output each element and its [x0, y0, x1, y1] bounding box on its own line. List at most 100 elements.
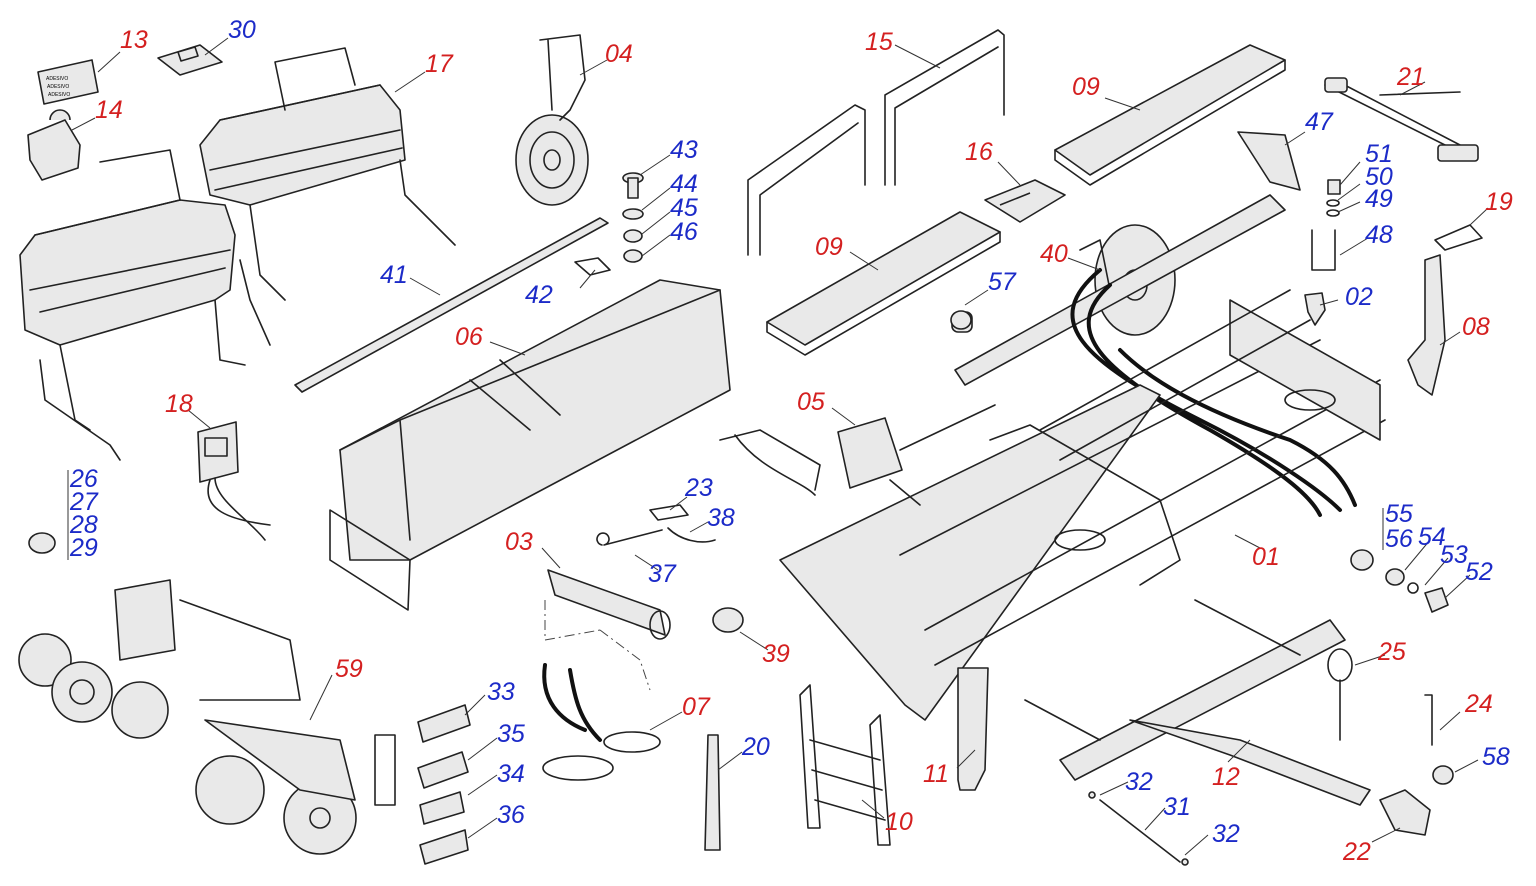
- callout-47: 47: [1305, 108, 1334, 136]
- callout-48: 48: [1365, 221, 1393, 249]
- callout-13: 13: [120, 26, 148, 54]
- small-bracket: [574, 257, 611, 276]
- hydraulic-hoses: [1070, 268, 1357, 517]
- hydraulic-fitting: [1304, 292, 1326, 326]
- callout-44: 44: [670, 170, 698, 198]
- callout-35: 35: [497, 720, 525, 748]
- handrail-set: [747, 29, 1005, 256]
- label-line-1: ADESIVO: [46, 76, 68, 82]
- callout-14: 14: [95, 96, 123, 124]
- callout-21: 21: [1396, 63, 1425, 91]
- lock-nut: [1326, 209, 1340, 217]
- hose-clamp: [1434, 224, 1483, 251]
- hydraulic-adapter: [1350, 549, 1374, 571]
- callout-42: 42: [525, 281, 553, 309]
- callout-55: 55: [1385, 500, 1413, 528]
- drive-wheel-assembly: [515, 34, 589, 206]
- callout-41: 41: [380, 261, 408, 289]
- callout-33: 33: [487, 678, 515, 706]
- hitch-coupling: [1379, 789, 1431, 836]
- callout-24: 24: [1464, 690, 1493, 718]
- callout-38: 38: [707, 504, 735, 532]
- walkway-plate-upper: [1054, 44, 1286, 186]
- flat-washer: [1326, 199, 1340, 207]
- callout-09-upper: 09: [1072, 73, 1100, 101]
- label-line-3: ADESIVO: [48, 92, 70, 98]
- callout-15: 15: [865, 28, 893, 56]
- adhesive-label-plate: ADESIVO ADESIVO ADESIVO: [37, 59, 99, 105]
- callout-04: 04: [605, 40, 633, 68]
- jack-stand: [957, 667, 989, 791]
- callout-59: 59: [335, 655, 363, 683]
- quick-coupler: [1424, 587, 1449, 613]
- callout-06: 06: [455, 323, 483, 351]
- callout-22: 22: [1342, 838, 1371, 866]
- callout-46: 46: [670, 218, 698, 246]
- callout-23: 23: [684, 474, 713, 502]
- callout-25: 25: [1377, 638, 1406, 666]
- chain-link-set: [417, 704, 471, 865]
- callout-51: 51: [1365, 140, 1393, 168]
- r-clip: [667, 527, 716, 543]
- callout-03: 03: [505, 528, 533, 556]
- callout-30: 30: [228, 16, 256, 44]
- pin-nut-upper: [623, 229, 643, 243]
- retaining-plate: [649, 504, 689, 521]
- collar: [950, 310, 972, 330]
- callout-56: 56: [1385, 525, 1413, 553]
- u-bolt: [1311, 229, 1336, 271]
- seed-hopper-assembly: [19, 47, 456, 461]
- linch-pin: [596, 529, 663, 546]
- long-support-bar: [294, 217, 609, 393]
- callout-58: 58: [1482, 743, 1510, 771]
- callout-57: 57: [988, 268, 1017, 296]
- callout-54: 54: [1418, 523, 1446, 551]
- hydraulic-hose-kit: [542, 663, 661, 781]
- callout-40: 40: [1040, 240, 1068, 268]
- callout-12: 12: [1212, 763, 1240, 791]
- locking-pin: [1424, 694, 1433, 746]
- callout-49: 49: [1365, 185, 1393, 213]
- callout-20: 20: [741, 733, 770, 761]
- pin-shank: [627, 177, 639, 199]
- planter-row-unit: [18, 579, 396, 855]
- callout-labels: 01 02 03 04 05 06 07 08 09 09 10 11 12 1…: [69, 16, 1513, 866]
- callout-36: 36: [497, 801, 525, 829]
- plate-bracket: [1237, 131, 1301, 191]
- safety-chain: [1099, 799, 1181, 863]
- callout-32-lower: 32: [1212, 820, 1240, 848]
- control-monitor: [197, 421, 271, 541]
- callout-16: 16: [965, 138, 993, 166]
- callout-09-lower: 09: [815, 233, 843, 261]
- hydraulic-coupling: [712, 607, 744, 633]
- leader-lines: [67, 37, 1489, 856]
- turnbuckle-rod: [1324, 77, 1479, 162]
- callout-43: 43: [670, 136, 698, 164]
- callout-18: 18: [165, 390, 193, 418]
- mounting-clamp: [984, 179, 1066, 223]
- main-chassis-frame: [779, 289, 1386, 721]
- pin-bushing: [1432, 765, 1454, 785]
- callout-45: 45: [670, 194, 698, 222]
- lifting-eye-bracket: [27, 109, 81, 181]
- small-cover-plate: [157, 44, 223, 76]
- safety-chain-hook: [1327, 648, 1353, 682]
- chain-end-left: [1088, 791, 1096, 799]
- label-line-2: ADESIVO: [47, 84, 69, 90]
- callout-02: 02: [1345, 283, 1373, 311]
- hydraulic-support-stand: [1407, 254, 1446, 396]
- rubber-bushing: [28, 532, 56, 554]
- callout-10: 10: [885, 808, 913, 836]
- chain-end-right: [1181, 858, 1189, 866]
- callout-32-upper: 32: [1125, 768, 1153, 796]
- callout-05: 05: [797, 388, 825, 416]
- callout-52: 52: [1465, 558, 1493, 586]
- callout-26: 26: [69, 465, 98, 493]
- callout-34: 34: [497, 760, 525, 788]
- callout-37: 37: [648, 560, 677, 588]
- hydraulic-cylinder: [544, 569, 671, 691]
- spacer-bushing: [1327, 179, 1341, 195]
- callout-17: 17: [425, 50, 454, 78]
- hydraulic-motor-unit: [719, 404, 996, 506]
